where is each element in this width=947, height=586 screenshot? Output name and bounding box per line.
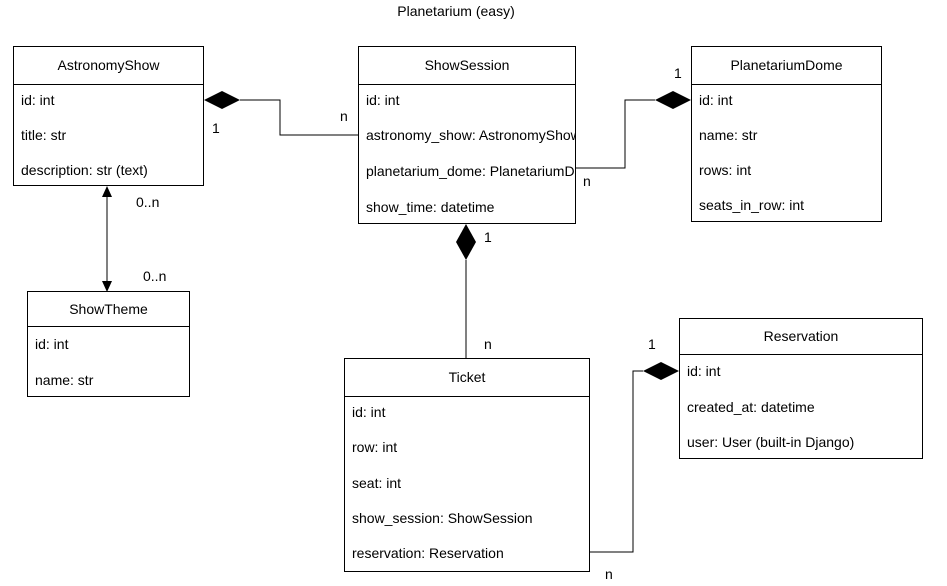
multiplicity-label: 1 (212, 120, 220, 136)
multiplicity-label: n (605, 566, 613, 582)
attribute: description: str (text) (21, 162, 148, 178)
composition-diamond (204, 91, 240, 109)
attribute: seat: int (352, 475, 402, 491)
class-astronomy-show: AstronomyShow id: int title: str descrip… (13, 46, 204, 186)
class-planetarium-dome: PlanetariumDome id: int name: str rows: … (691, 46, 882, 222)
attribute: id: int (687, 363, 721, 379)
class-name: Reservation (680, 319, 922, 355)
multiplicity-label: n (583, 173, 591, 189)
attribute: name: str (699, 127, 758, 143)
attribute: planetarium_dome: PlanetariumDome (366, 163, 575, 179)
multiplicity-label: 1 (648, 336, 656, 352)
class-ticket: Ticket id: int row: int seat: int show_s… (344, 358, 590, 572)
multiplicity-label: n (484, 336, 492, 352)
arrow-down (102, 281, 112, 292)
attribute: rows: int (699, 162, 752, 178)
composition-diamond (655, 91, 691, 109)
class-reservation: Reservation id: int created_at: datetime… (679, 318, 923, 459)
attribute: id: int (21, 92, 55, 108)
attribute: id: int (699, 92, 733, 108)
attribute: created_at: datetime (687, 399, 815, 415)
attribute: id: int (366, 92, 400, 108)
composition-diamond (456, 224, 476, 260)
multiplicity-label: 1 (484, 229, 492, 245)
class-name: PlanetariumDome (692, 47, 881, 85)
attribute: row: int (352, 439, 398, 455)
class-name: ShowSession (359, 47, 575, 85)
attribute: show_session: ShowSession (352, 510, 533, 526)
class-show-session: ShowSession id: int astronomy_show: Astr… (358, 46, 576, 224)
diagram-title: Planetarium (easy) (397, 3, 515, 19)
class-name: ShowTheme (28, 292, 189, 327)
attribute: user: User (built-in Django) (687, 434, 855, 450)
composition-diamond (643, 362, 679, 380)
class-show-theme: ShowTheme id: int name: str (27, 291, 190, 397)
attribute: title: str (21, 127, 67, 143)
multiplicity-label: 0..n (136, 194, 160, 210)
multiplicity-label: 1 (674, 65, 682, 81)
class-name: AstronomyShow (14, 47, 203, 85)
multiplicity-label: 0..n (143, 268, 167, 284)
multiplicity-label: n (340, 108, 348, 124)
attribute: show_time: datetime (366, 199, 495, 215)
arrow-up (102, 186, 112, 197)
attribute: id: int (35, 336, 69, 352)
link-session-dome (576, 99, 655, 169)
attribute: id: int (352, 404, 386, 420)
attribute: name: str (35, 372, 94, 388)
link-show-session (240, 99, 358, 136)
class-name: Ticket (345, 359, 589, 397)
attribute: seats_in_row: int (699, 197, 805, 213)
link-ticket-reservation (590, 370, 643, 553)
attribute: astronomy_show: AstronomyShow (366, 127, 576, 143)
attribute: reservation: Reservation (352, 545, 504, 561)
